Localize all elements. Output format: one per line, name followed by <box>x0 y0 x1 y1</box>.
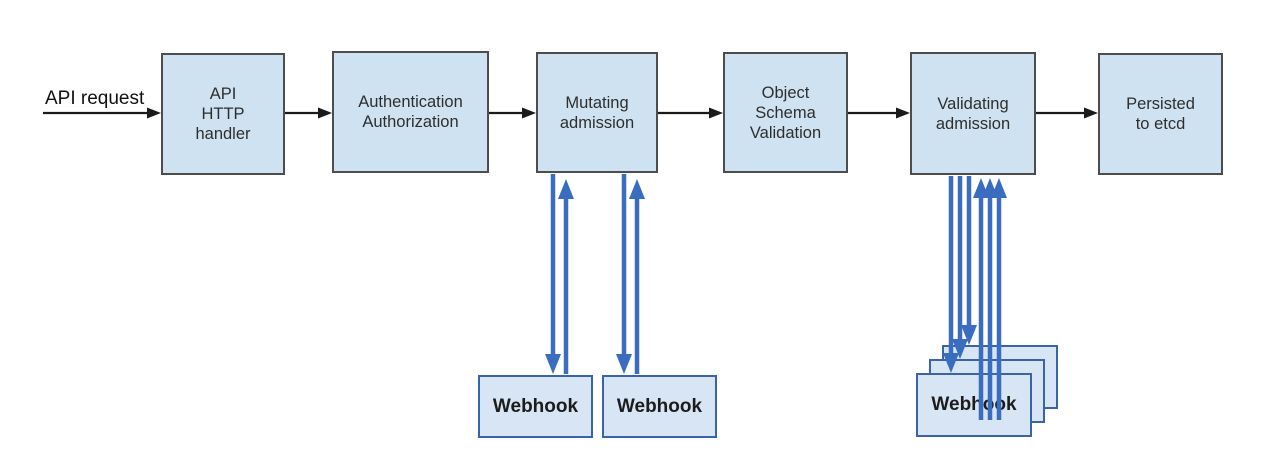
validating-webhook-box-front: Webhook <box>916 373 1032 437</box>
flow-arrowhead-icon <box>896 107 910 119</box>
node-persisted-to-etcd: Persisted to etcd <box>1098 53 1223 175</box>
node-api-http-handler: API HTTP handler <box>161 53 285 175</box>
node-label-line: Persisted <box>1126 95 1195 113</box>
up-arrowhead-icon <box>982 178 998 198</box>
flow-arrowhead-icon <box>318 107 332 119</box>
node-label-line: admission <box>559 113 635 132</box>
node-label-line: Authorization <box>362 113 459 131</box>
node-label-line: Mutating <box>565 93 629 112</box>
node-authentication-authorization: Authentication Authorization <box>332 51 489 173</box>
webhook-label: Webhook <box>492 395 579 417</box>
node-label-line: to etcd <box>1135 115 1186 133</box>
node-label-line: handler <box>195 125 251 143</box>
node-label-line: Authentication <box>358 93 463 111</box>
up-arrowhead-icon <box>558 179 574 199</box>
node-label-line: Object <box>761 83 810 102</box>
down-arrowhead-icon <box>961 325 977 345</box>
node-object-schema-validation: Object Schema Validation <box>723 52 848 173</box>
mutating-webhook-box-1: Webhook <box>478 375 593 438</box>
flow-arrowhead-icon <box>709 107 723 119</box>
flow-arrowhead-icon <box>522 107 536 119</box>
node-label-line: Validating <box>937 94 1009 113</box>
down-arrowhead-icon <box>616 354 632 374</box>
node-label-line: API <box>209 85 237 103</box>
mutating-webhook-box-2: Webhook <box>602 375 717 438</box>
api-request-label: API request <box>45 88 145 109</box>
node-label-line: HTTP <box>201 105 245 123</box>
up-arrowhead-icon <box>991 178 1007 198</box>
up-arrowhead-icon <box>629 179 645 199</box>
node-label-line: admission <box>935 114 1011 133</box>
webhook-label: Webhook <box>616 395 703 417</box>
flow-arrowhead-icon <box>147 107 161 119</box>
flow-arrowhead-icon <box>1084 107 1098 119</box>
node-label-line: Schema <box>755 103 816 122</box>
node-validating-admission: Validating admission <box>910 52 1036 175</box>
node-mutating-admission: Mutating admission <box>536 52 658 173</box>
up-arrowhead-icon <box>973 178 989 198</box>
down-arrowhead-icon <box>545 354 561 374</box>
node-label-line: Validation <box>749 123 822 142</box>
webhook-label: Webhook <box>931 394 1017 415</box>
